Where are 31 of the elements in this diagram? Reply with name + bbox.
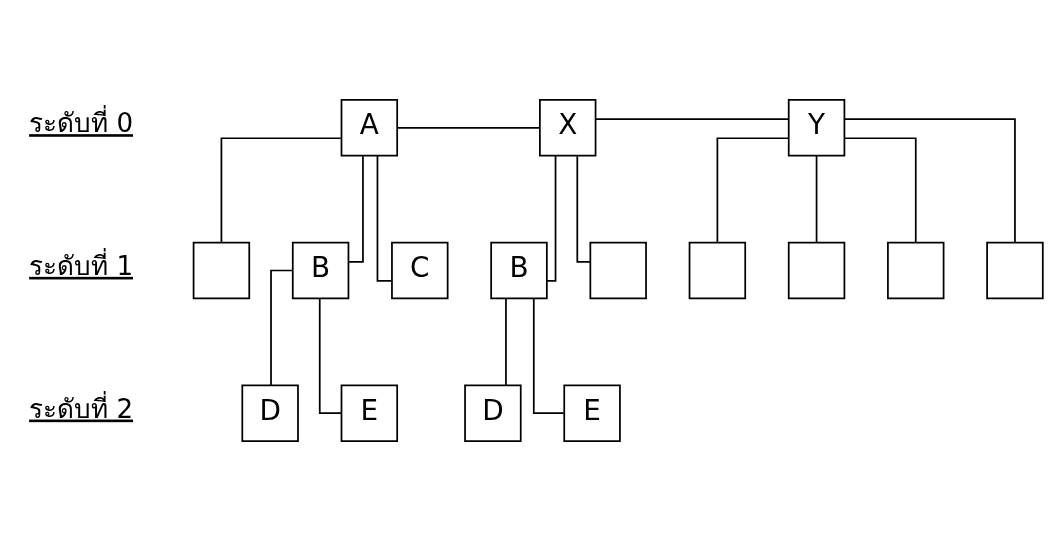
connector bbox=[505, 297, 507, 386]
node-box: D bbox=[241, 384, 299, 442]
node-box bbox=[787, 241, 846, 300]
connector bbox=[532, 297, 565, 415]
node-box bbox=[192, 241, 251, 300]
connector bbox=[270, 269, 294, 386]
node-box bbox=[589, 241, 647, 300]
connector bbox=[594, 118, 790, 120]
connector bbox=[843, 137, 917, 244]
node-box bbox=[887, 241, 945, 300]
label: ระดับที่ 2 bbox=[29, 393, 134, 424]
label: ระดับที่ 1 bbox=[29, 250, 134, 281]
connector bbox=[318, 297, 342, 415]
node-box: B bbox=[291, 241, 350, 300]
node-box bbox=[986, 241, 1044, 300]
connector bbox=[815, 155, 818, 244]
node-box: X bbox=[539, 99, 597, 157]
connector bbox=[576, 155, 592, 263]
connector bbox=[716, 137, 790, 244]
node-box: D bbox=[464, 384, 522, 442]
node-box: B bbox=[490, 241, 548, 300]
connector bbox=[844, 118, 1016, 243]
node-box: E bbox=[340, 384, 399, 442]
node-box: E bbox=[563, 384, 621, 442]
node-box: Y bbox=[787, 99, 846, 157]
node-box: C bbox=[391, 241, 449, 300]
connector bbox=[396, 126, 541, 129]
connector bbox=[546, 155, 557, 282]
node-box bbox=[688, 241, 747, 300]
connector bbox=[220, 137, 342, 244]
node-box: A bbox=[340, 99, 399, 157]
